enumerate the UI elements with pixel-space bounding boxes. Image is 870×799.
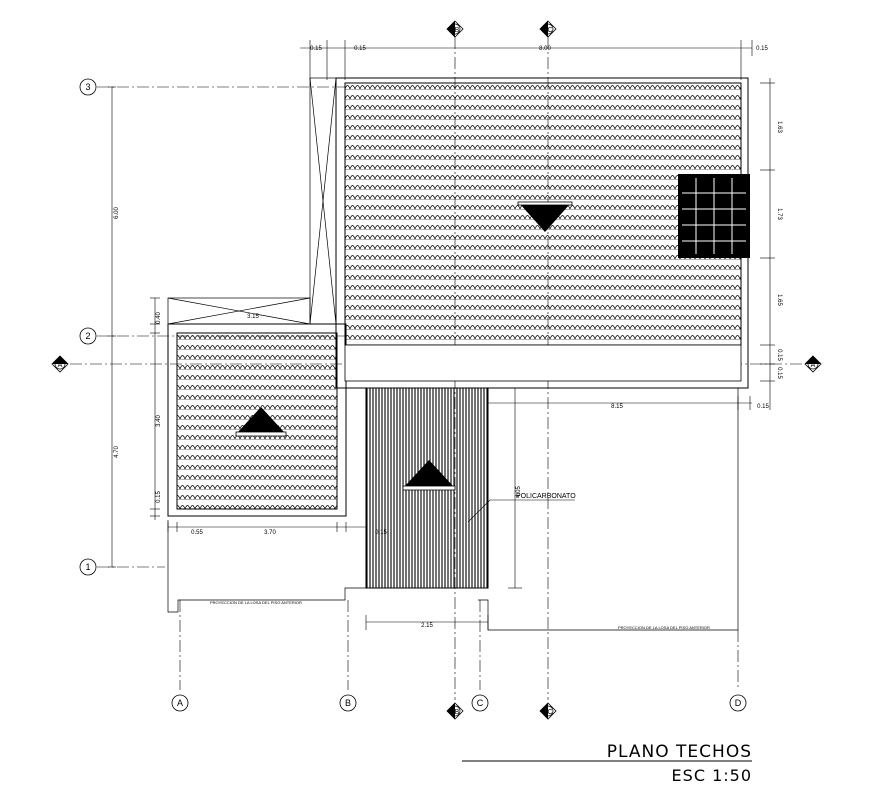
section-marker-c-bottom: [539, 702, 557, 720]
drawing-scale: ESC 1:50: [672, 766, 752, 785]
dim-lower-right-span: 8.15: [611, 404, 623, 410]
section-label-a-left: A: [58, 362, 63, 369]
axis-bubble-col-d: [729, 694, 747, 712]
axis-bubble-col-a: [171, 694, 189, 712]
slab-projection: [167, 387, 739, 631]
dim-lower-right-edge: 0.15: [757, 404, 769, 410]
slope-arrows: [235, 201, 573, 491]
axis-label-col-a: A: [177, 698, 183, 708]
axis-bubble-row-3: [79, 78, 97, 96]
section-label-b-top: B: [455, 27, 460, 34]
section-label-c-top: C: [547, 27, 552, 34]
axis-label-row-1: 1: [85, 562, 90, 572]
axis-label-row-2: 2: [85, 331, 90, 341]
dim-bottom-right: 0.15: [375, 530, 387, 536]
dim-left-lower: 4.70: [114, 446, 120, 458]
section-marker-c-top: [539, 20, 557, 38]
axis-bubble-row-2: [79, 327, 97, 345]
projection-note-right: PROYECCION DE LA LOSA DEL PISO ANTERIOR: [618, 625, 710, 630]
slope-arrow-up-poly: [405, 460, 453, 486]
axis-bubble-col-c: [471, 694, 489, 712]
section-label-b-bottom: B: [455, 709, 460, 716]
skylight: [678, 174, 750, 258]
dim-left-tile-height: 3.40: [156, 415, 162, 427]
section-marker-a-right: [804, 355, 822, 373]
axis-label-row-3: 3: [85, 82, 90, 92]
dim-right-5: 0.15: [776, 367, 782, 379]
parapet-strip: [167, 297, 311, 325]
section-marker-a-left: [51, 355, 69, 373]
dim-right-3: 1.65: [776, 294, 782, 306]
slope-arrow-down: [520, 204, 570, 232]
dim-top-right: 0.15: [756, 46, 768, 52]
dim-poly-width: 2.15: [421, 623, 433, 629]
dim-bottom-small: 0.55: [191, 530, 203, 536]
axis-bubbles: [79, 78, 747, 712]
section-marker-b-bottom: [446, 702, 464, 720]
section-label-a-right: A: [811, 362, 816, 369]
dim-top-left-a: 0.15: [310, 46, 322, 52]
dim-bottom-main: 3.70: [264, 530, 276, 536]
axis-label-col-b: B: [345, 698, 351, 708]
dim-top-main: 8.00: [539, 46, 551, 52]
dim-mid-small: 0.40: [156, 312, 162, 324]
section-markers: [51, 20, 822, 720]
section-marker-b-top: [446, 20, 464, 38]
vertical-parapet: [309, 77, 337, 325]
drawing-title: PLANO TECHOS: [607, 742, 752, 762]
dim-mid-width: 3.15: [247, 314, 259, 320]
axis-label-col-c: C: [477, 698, 484, 708]
axis-bubble-row-1: [79, 558, 97, 576]
dim-right-1: 1.63: [776, 121, 782, 133]
projection-note-left: PROYECCION DE LA LOSA DEL PISO ANTERIOR: [210, 600, 302, 605]
section-label-c-bottom: C: [547, 709, 552, 716]
dim-left-upper: 6.00: [114, 207, 120, 219]
dimension-lines: [108, 40, 775, 630]
dim-right-4: 0.15: [776, 349, 782, 361]
axis-bubble-col-b: [339, 694, 357, 712]
dim-poly-height: 4.05: [516, 486, 522, 498]
dim-right-2: 1.73: [776, 208, 782, 220]
dim-left-tile-bottom: 0.15: [156, 491, 162, 503]
material-label: POLICARBONATO: [516, 493, 576, 500]
dim-top-left-b: 0.15: [354, 46, 366, 52]
axis-label-col-d: D: [735, 698, 742, 708]
slope-arrow-up-left: [238, 407, 284, 432]
